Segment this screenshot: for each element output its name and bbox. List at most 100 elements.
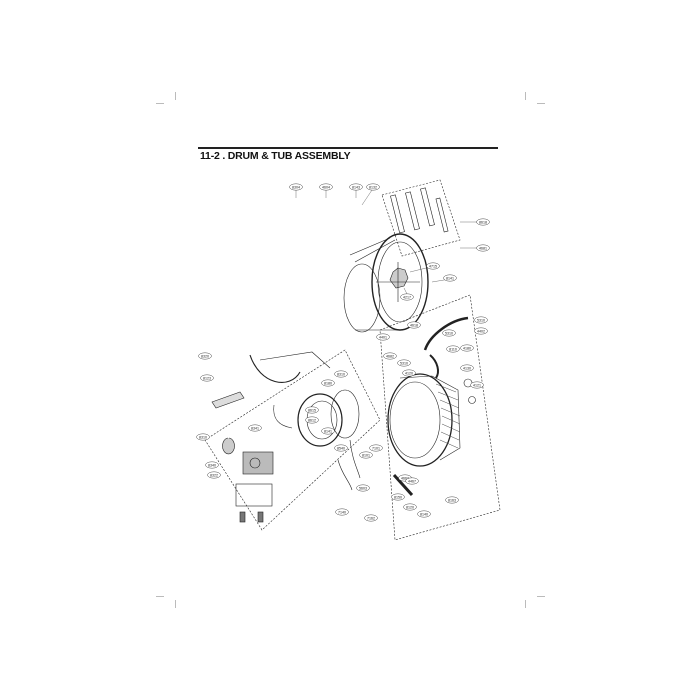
part-label-text: 8150 (394, 495, 402, 499)
part-label: 8540 (334, 444, 348, 452)
part-label: 8141 (443, 274, 457, 282)
part-label-balloon (460, 344, 474, 352)
part-label: 8123 (200, 374, 214, 382)
part-label-balloon (200, 374, 214, 382)
crop-mark (537, 103, 545, 104)
part-label: 5310 (397, 359, 411, 367)
part-label-text: 8310 (199, 435, 207, 439)
part-label-balloon (248, 424, 262, 432)
part-label-balloon (305, 406, 319, 414)
part-label: 8141 (321, 427, 335, 435)
crop-mark (525, 92, 526, 100)
part-label-balloon (474, 327, 488, 335)
part-label-text: 4715 (429, 264, 437, 268)
part-label-text: 8320 (201, 354, 209, 358)
part-label-balloon (369, 444, 383, 452)
part-label: 8612 (305, 416, 319, 424)
part-label-balloon (205, 461, 219, 469)
part-label-balloon (334, 444, 348, 452)
part-label-text: 4618 (410, 323, 418, 327)
part-label: 8322 (207, 471, 221, 479)
crop-mark (175, 600, 176, 608)
part-label: 7140 (335, 508, 349, 516)
part-label-balloon (403, 503, 417, 511)
part-label-text: 8304 (292, 185, 300, 189)
part-label-balloon (321, 427, 335, 435)
part-label-text: 8141 (446, 276, 454, 280)
part-label-balloon (417, 510, 431, 518)
part-label-text: 8143 (352, 185, 360, 189)
part-label: 8340 (205, 461, 219, 469)
spring-box (381, 179, 461, 257)
drum-icon (343, 233, 429, 333)
part-label: 8132 (366, 183, 380, 191)
crop-mark (156, 596, 164, 597)
part-label: 5310 (474, 316, 488, 324)
part-label-text: 8123 (203, 376, 211, 380)
spring-icon (390, 187, 449, 234)
part-label: 8150 (391, 493, 405, 501)
part-label-balloon (405, 477, 419, 485)
part-label-balloon (476, 218, 490, 226)
crop-mark (537, 596, 545, 597)
part-label-text: 7162 (367, 516, 375, 520)
part-label-balloon (366, 183, 380, 191)
part-label-balloon (207, 471, 221, 479)
part-label: 8304 (289, 183, 303, 191)
crop-mark (175, 92, 176, 100)
part-label: 4401 (376, 333, 390, 341)
part-label-text: 4130 (463, 366, 471, 370)
part-label-balloon (321, 379, 335, 387)
part-label-text: 8163 (448, 498, 456, 502)
part-label-text: 8612 (308, 418, 316, 422)
part-label-balloon (400, 293, 414, 301)
part-label-text: 4401 (379, 335, 387, 339)
part-label-balloon (397, 359, 411, 367)
tub-icon (379, 294, 501, 541)
part-label: 8618 (476, 218, 490, 226)
part-label-text: 8341 (251, 426, 259, 430)
part-label-text: 8141 (324, 429, 332, 433)
part-label: 8101 (359, 451, 373, 459)
pump-icon (235, 451, 274, 507)
part-label-text: 4467 (408, 479, 416, 483)
part-label: 8341 (248, 424, 262, 432)
part-label: 4618 (407, 321, 421, 329)
crop-mark (525, 600, 526, 608)
part-label-text: 5603 (359, 486, 367, 490)
part-label: 8110 (446, 345, 460, 353)
part-label: 8310 (334, 370, 348, 378)
part-label-text: 8540 (337, 446, 345, 450)
part-label-balloon (445, 496, 459, 504)
part-label-text: 5310 (445, 331, 453, 335)
part-label: 4121 (470, 381, 484, 389)
part-label: 8310 (196, 433, 210, 441)
part-label-text: 7140 (338, 510, 346, 514)
part-label: 4467 (405, 477, 419, 485)
part-label-balloon (460, 364, 474, 372)
part-label: 5603 (356, 484, 370, 492)
part-label: 7162 (364, 514, 378, 522)
part-label: 4604 (319, 183, 333, 191)
part-label-text: 5310 (400, 361, 408, 365)
part-label-balloon (391, 493, 405, 501)
part-label: 4120 (402, 369, 416, 377)
part-label-balloon (402, 369, 416, 377)
part-label: 8615 (305, 406, 319, 414)
part-label: 4681 (476, 244, 490, 252)
part-label-balloon (364, 514, 378, 522)
part-label-text: 8140 (420, 512, 428, 516)
part-label-text: 4120 (405, 371, 413, 375)
part-label-balloon (359, 451, 373, 459)
crop-mark (156, 103, 164, 104)
part-label: 8120 (403, 503, 417, 511)
title-rule (198, 147, 498, 149)
section-title: 11-2 . DRUM & TUB ASSEMBLY (200, 150, 351, 162)
part-label: 4180 (460, 344, 474, 352)
part-label: 8180 (321, 379, 335, 387)
part-label: 7101 (369, 444, 383, 452)
part-label-text: 4217 (403, 295, 411, 299)
part-label-text: 8120 (406, 505, 414, 509)
part-label-text: 8340 (208, 463, 216, 467)
